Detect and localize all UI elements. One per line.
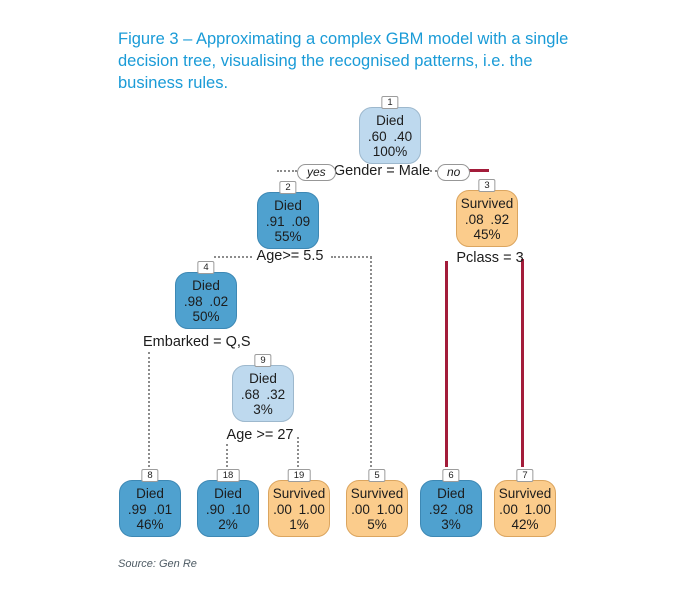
node-probabilities: .00 1.00 [351,501,403,517]
node-probabilities: .00 1.00 [273,501,325,517]
edge-dotted-age55-corner [331,256,372,258]
tree-node-7: 7 Survived .00 1.00 42% [494,469,556,537]
node-id-badge: 3 [478,179,496,192]
node-id-badge: 2 [279,181,297,194]
source-credit: Source: Gen Re [118,558,197,570]
node-class-label: Died [136,486,164,501]
node-coverage-pct: 45% [473,227,501,242]
tree-node-9: 9 Died .68 .32 3% [232,354,294,422]
tree-node-19: 19 Survived .00 1.00 1% [268,469,330,537]
node-id-badge: 19 [287,469,311,482]
tree-node-4: 4 Died .98 .02 50% [175,261,237,329]
node-id-badge: 18 [216,469,240,482]
tree-node-18: 18 Died .90 .10 2% [197,469,259,537]
node-coverage-pct: 42% [511,517,539,532]
node-coverage-pct: 5% [367,517,387,532]
node-class-label: Died [437,486,465,501]
node-id-badge: 5 [368,469,386,482]
node-class-label: Survived [498,486,552,501]
node-class-label: Survived [350,486,404,501]
node-coverage-pct: 46% [136,517,164,532]
figure-title: Figure 3 – Approximating a complex GBM m… [118,30,569,92]
node-id-badge: 4 [197,261,215,274]
split-label-age55: Age>= 5.5 [256,248,324,264]
edge-dotted-to-node18 [226,444,228,467]
node-probabilities: .98 .02 [183,293,229,309]
edge-label-yes: yes [297,164,336,181]
node-probabilities: .00 1.00 [499,501,551,517]
node-class-label: Died [192,278,220,293]
edge-dotted-no-label [430,170,437,172]
edge-red-to-node3 [464,169,489,172]
node-coverage-pct: 55% [274,229,302,244]
node-class-label: Died [214,486,242,501]
node-class-label: Died [249,371,277,386]
edge-label-no: no [437,164,471,181]
split-label-embarked: Embarked = Q,S [143,334,251,350]
node-id-badge: 9 [254,354,272,367]
split-label-gender: Gender = Male [333,163,431,179]
node-id-badge: 8 [141,469,159,482]
node-coverage-pct: 1% [289,517,309,532]
node-probabilities: .91 .09 [265,213,311,229]
edge-red-to-node7 [521,259,524,467]
split-label-pclass: Pclass = 3 [456,250,524,266]
edge-red-to-node6 [445,261,448,467]
tree-node-2: 2 Died .91 .09 55% [257,181,319,249]
tree-node-3: 3 Survived .08 .92 45% [456,179,518,247]
node-id-badge: 1 [381,96,399,109]
node-class-label: Died [274,198,302,213]
node-coverage-pct: 3% [441,517,461,532]
edge-dotted-to-node8 [148,352,150,467]
node-probabilities: .68 .32 [240,386,286,402]
node-class-label: Died [376,113,404,128]
tree-node-5: 5 Survived .00 1.00 5% [346,469,408,537]
edge-dotted-to-node19 [297,437,299,467]
tree-node-8: 8 Died .99 .01 46% [119,469,181,537]
node-class-label: Survived [272,486,326,501]
tree-node-1: 1 Died .60 .40 100% [359,96,421,164]
edge-dotted-to-node2 [277,170,297,172]
node-probabilities: .60 .40 [367,128,413,144]
edge-dotted-to-node5 [370,257,372,467]
node-id-badge: 6 [442,469,460,482]
node-probabilities: .90 .10 [205,501,251,517]
node-coverage-pct: 50% [192,309,220,324]
split-label-age27: Age >= 27 [226,427,294,443]
node-id-badge: 7 [516,469,534,482]
edge-dotted-to-node4 [214,256,252,258]
node-coverage-pct: 3% [253,402,273,417]
node-probabilities: .08 .92 [464,211,510,227]
node-coverage-pct: 100% [372,144,408,159]
tree-node-6: 6 Died .92 .08 3% [420,469,482,537]
node-class-label: Survived [460,196,514,211]
node-coverage-pct: 2% [218,517,238,532]
node-probabilities: .99 .01 [127,501,173,517]
node-probabilities: .92 .08 [428,501,474,517]
